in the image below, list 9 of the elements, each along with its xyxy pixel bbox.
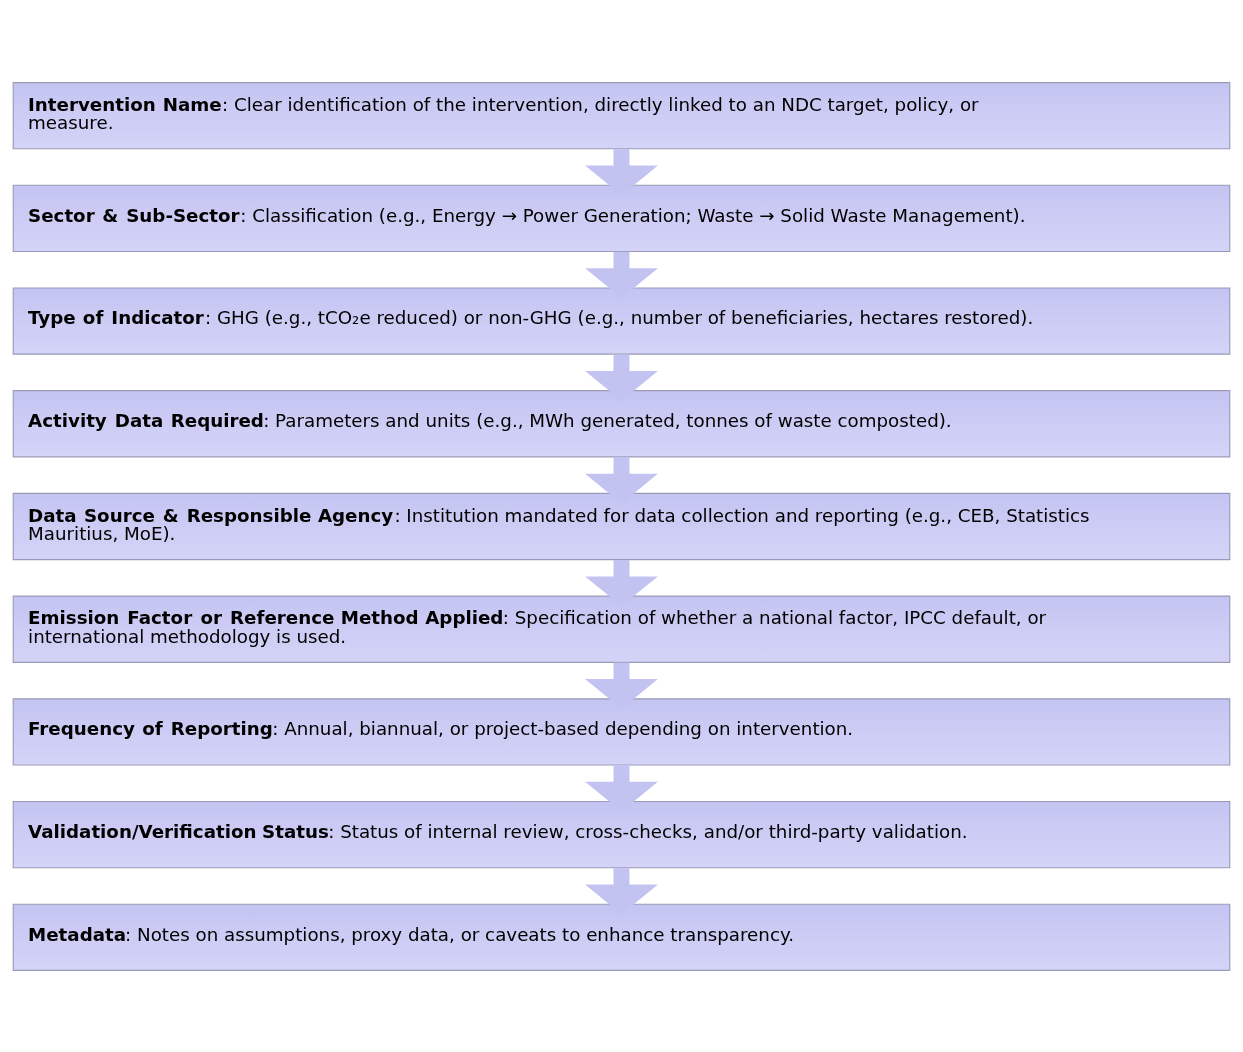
node-box: Validation/Verification Status: Status of internal review, cross-checks, and/or third-party validation. <box>12 800 1231 868</box>
node-box: Metadata: Notes on assumptions, proxy data, or caveats to enhance transparency. <box>12 903 1231 971</box>
node-box: Frequency of Reporting: Annual, biannual, or project-based depending on intervention. <box>12 697 1231 766</box>
node-box: Data Source & Responsible Agency: Institution mandated for data collection and reporting (e.g., CEB, Statistics Mauritius, MoE). <box>12 492 1231 560</box>
node-box: Emission Factor or Reference Method Applied: Specification of whether a national factor, IPCC default, or international methodology is used. <box>12 595 1231 663</box>
node-box: Sector & Sub-Sector: Classification (e.g., Energy → Power Generation; Waste → Solid Waste Management). <box>12 184 1231 252</box>
node-box: Intervention Name: Clear identification of the intervention, directly linked to an NDC target, policy, or measure. <box>12 81 1231 149</box>
node-box: Activity Data Required: Parameters and units (e.g., MWh generated, tonnes of waste composted). <box>12 389 1231 457</box>
node-box: Type of Indicator: GHG (e.g., tCO₂e reduced) or non-GHG (e.g., number of beneficiaries, hectares restored). <box>12 286 1231 355</box>
